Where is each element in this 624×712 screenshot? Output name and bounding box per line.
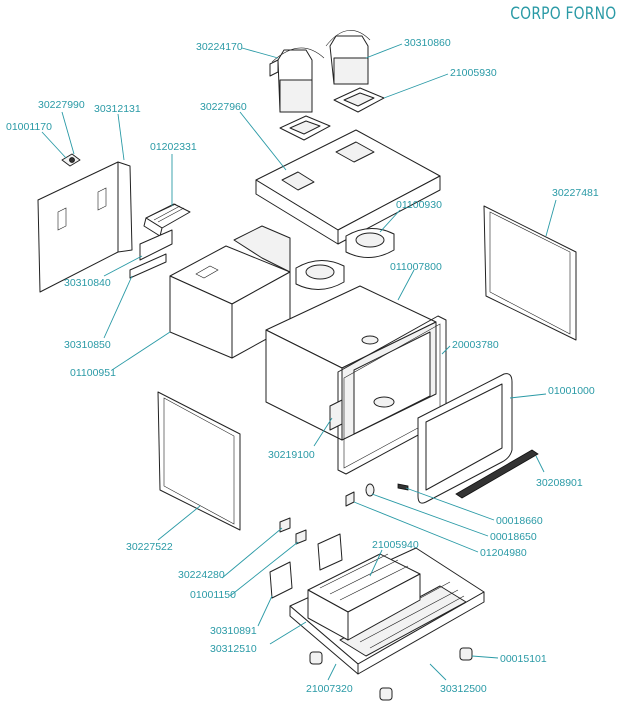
gasket-frame-right[interactable]	[333, 87, 385, 113]
circuit-board-b[interactable]	[317, 533, 343, 571]
label-21005940: 21005940	[372, 539, 419, 551]
label-00018660: 00018660	[496, 515, 543, 527]
label-01001000: 01001000	[548, 385, 595, 397]
handle-bracket-right[interactable]	[325, 30, 371, 85]
label-30227522: 30227522	[126, 541, 173, 553]
control-housing[interactable]	[169, 225, 291, 359]
label-30219100: 30219100	[268, 449, 315, 461]
label-21005930: 21005930	[450, 67, 497, 79]
label-30227960: 30227960	[200, 101, 247, 113]
fuse-holder[interactable]	[61, 153, 81, 167]
label-21007320: 21007320	[306, 683, 353, 695]
foot-b[interactable]	[459, 647, 473, 661]
motor[interactable]	[143, 203, 191, 237]
bracket-panel-upper[interactable]	[139, 229, 173, 261]
oven-body[interactable]	[265, 285, 437, 441]
label-30224170: 30224170	[196, 41, 243, 53]
seal-strip[interactable]	[455, 449, 539, 499]
foot-a[interactable]	[309, 651, 323, 665]
label-01100930: 01100930	[396, 199, 442, 211]
label-01100951: 01100951	[70, 367, 116, 379]
back-panel[interactable]	[37, 161, 133, 293]
label-30227990: 30227990	[38, 99, 85, 111]
label-30310850: 30310850	[64, 339, 111, 351]
label-30312510: 30312510	[210, 643, 257, 655]
electronics-frame[interactable]	[307, 553, 421, 641]
label-01001150: 01001150	[190, 589, 236, 601]
gasket-frame-left[interactable]	[279, 115, 331, 141]
label-01202331: 01202331	[150, 141, 197, 153]
label-30310860: 30310860	[404, 37, 451, 49]
clip-part[interactable]	[345, 491, 355, 507]
label-30208901: 30208901	[536, 477, 583, 489]
label-30224280: 30224280	[178, 569, 225, 581]
side-panel-left[interactable]	[157, 391, 241, 531]
knob-part[interactable]	[365, 483, 375, 497]
label-01204980: 01204980	[480, 547, 527, 559]
diagram-title: CORPO FORNO	[509, 4, 616, 24]
label-011007800: 011007800	[390, 261, 442, 273]
side-panel-right[interactable]	[483, 205, 577, 341]
bracket-panel-lower[interactable]	[129, 253, 167, 279]
label-30310840: 30310840	[64, 277, 111, 289]
foot-c[interactable]	[379, 687, 393, 701]
fan-cover-right[interactable]	[345, 228, 395, 258]
handle-bracket-left[interactable]	[269, 47, 325, 113]
label-30312131: 30312131	[94, 103, 141, 115]
door-gasket[interactable]	[417, 373, 513, 504]
label-00015101: 00015101	[500, 653, 547, 665]
fan-cover-left[interactable]	[295, 260, 345, 290]
small-switch-a[interactable]	[279, 517, 291, 533]
top-cover[interactable]	[255, 129, 441, 245]
label-20003780: 20003780	[452, 339, 499, 351]
label-30312500: 30312500	[440, 683, 487, 695]
small-switch-b[interactable]	[295, 529, 307, 545]
lamp-assembly[interactable]	[329, 399, 343, 431]
screw-part[interactable]	[397, 483, 409, 491]
leader-lines	[41, 43, 557, 681]
label-30227481: 30227481	[552, 187, 599, 199]
label-01001170: 01001170	[6, 121, 52, 133]
circuit-board-a[interactable]	[269, 561, 293, 599]
label-00018650: 00018650	[490, 531, 537, 543]
label-30310891: 30310891	[210, 625, 257, 637]
